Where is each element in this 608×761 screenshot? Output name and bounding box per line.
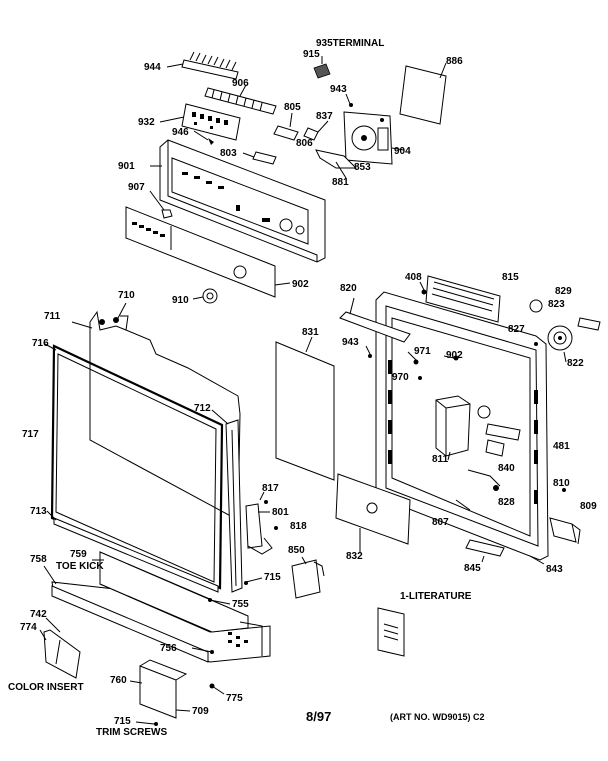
label-755: 755 [232, 599, 249, 610]
label-840: 840 [498, 463, 515, 474]
label-902-door: 902 [446, 350, 463, 361]
label-823: 823 [548, 299, 565, 310]
hinge-801 [245, 491, 278, 555]
label-color-insert: COLOR INSERT [8, 682, 84, 693]
label-715-trim: 715 [114, 716, 131, 727]
label-832: 832 [346, 551, 363, 562]
label-935-terminal: 935TERMINAL [316, 38, 385, 49]
label-805: 805 [284, 102, 301, 113]
terminal-strip-944 [166, 51, 239, 80]
label-756: 758 [30, 554, 47, 565]
bracket-850 [291, 556, 325, 599]
actuator-840 [467, 405, 521, 491]
label-828: 828 [498, 497, 515, 508]
label-815: 815 [502, 272, 519, 283]
label-822: 822 [567, 358, 584, 369]
label-408: 408 [405, 272, 422, 283]
label-807: 807 [432, 517, 449, 528]
label-881: 881 [332, 177, 349, 188]
label-970: 970 [392, 372, 409, 383]
connector-906 [204, 84, 277, 115]
handle-820 [339, 297, 411, 343]
label-trim-screws: TRIM SCREWS [96, 727, 168, 738]
side-channel-712 [211, 409, 243, 593]
label-845: 845 [464, 563, 481, 574]
label-904: 904 [394, 146, 411, 157]
label-817: 817 [262, 483, 279, 494]
art-number: (ART NO. WD9015) C2 [390, 712, 485, 722]
control-panel-901 [150, 139, 326, 263]
faceplate-902 [125, 206, 291, 298]
label-712: 712 [194, 403, 211, 414]
vent-815 [425, 275, 501, 323]
latch-809 [549, 488, 581, 545]
rinse-aid-822 [529, 299, 601, 363]
label-907: 907 [128, 182, 145, 193]
label-853: 853 [354, 162, 371, 173]
label-831: 831 [302, 327, 319, 338]
label-775: 775 [226, 693, 243, 704]
bracket-805 [273, 112, 299, 141]
label-810: 810 [553, 478, 570, 489]
label-811: 811 [432, 454, 449, 465]
label-971: 971 [414, 346, 431, 357]
label-820: 820 [340, 283, 357, 294]
dispenser-811 [435, 395, 471, 461]
label-843: 843 [546, 564, 563, 575]
label-742: 742 [30, 609, 47, 620]
bracket-760 [129, 659, 188, 719]
toe-kick-756 [43, 551, 271, 663]
label-803: 803 [220, 148, 237, 159]
label-716: 716 [32, 338, 49, 349]
timer-904 [343, 111, 405, 165]
label-758: 756 [160, 643, 177, 654]
label-944: 944 [144, 62, 161, 73]
label-1-literature: 1-LITERATURE [400, 591, 472, 602]
label-717: 717 [22, 429, 39, 440]
label-902-faceplate: 902 [292, 279, 309, 290]
label-932: 932 [138, 117, 155, 128]
date-code: 8/97 [306, 709, 332, 724]
insulation-832 [335, 473, 411, 552]
label-901: 901 [118, 161, 135, 172]
label-850: 850 [288, 545, 305, 556]
button-907 [149, 190, 173, 219]
label-915: 915 [303, 49, 320, 60]
label-943-top: 943 [330, 84, 347, 95]
insulation-831 [275, 336, 335, 481]
label-806: 806 [296, 138, 313, 149]
label-829: 829 [555, 286, 572, 297]
label-886: 886 [446, 56, 463, 67]
label-711: 711 [44, 311, 61, 322]
door-frame-716 [44, 343, 224, 590]
label-827: 827 [508, 324, 525, 335]
label-818: 818 [290, 521, 307, 532]
label-943-door: 943 [342, 337, 359, 348]
literature-booklet [377, 607, 405, 657]
label-713: 713 [30, 506, 47, 517]
label-759: 759 [70, 549, 87, 560]
plate-886 [399, 62, 447, 125]
knob-910 [192, 288, 218, 304]
label-946: 946 [172, 127, 189, 138]
label-toe-kick: TOE KICK [56, 561, 104, 572]
label-906: 906 [232, 78, 249, 89]
label-715-screw: 715 [264, 572, 281, 583]
circuit-board-932 [159, 103, 241, 141]
label-481: 481 [553, 441, 570, 452]
label-774: 774 [20, 622, 37, 633]
label-760: 760 [110, 675, 127, 686]
color-insert-774 [39, 617, 81, 679]
label-710: 710 [118, 290, 135, 301]
label-837: 837 [316, 111, 333, 122]
label-801: 801 [272, 507, 289, 518]
terminal-915 [313, 56, 331, 79]
label-910: 910 [172, 295, 189, 306]
label-709: 709 [192, 706, 209, 717]
label-809: 809 [580, 501, 597, 512]
